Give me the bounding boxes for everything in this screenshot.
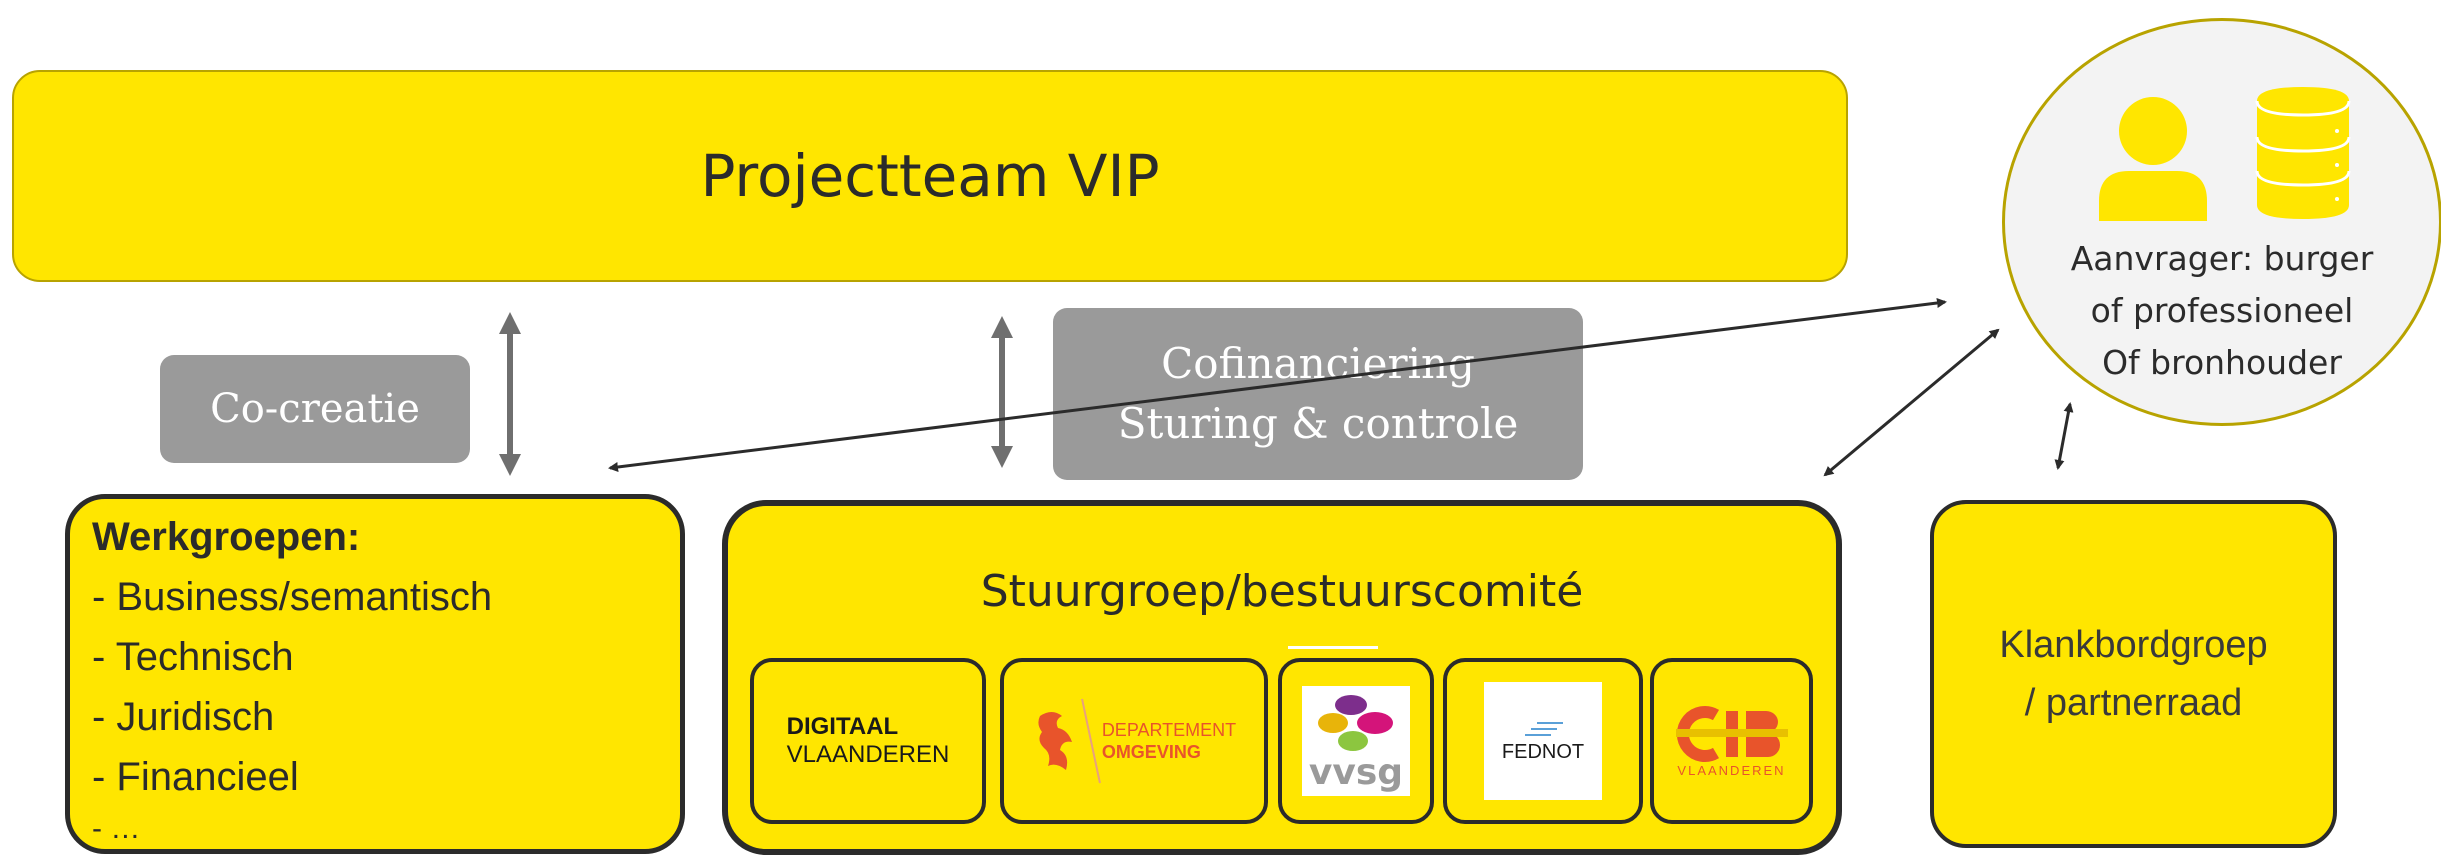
werkgroep-item: - Business/semantisch <box>92 575 493 619</box>
werkgroep-item: - … <box>92 812 141 845</box>
digitaal-text: DIGITAAL <box>786 713 899 740</box>
departement-text: DEPARTEMENT <box>1101 720 1237 740</box>
cib-vlaanderen-text: VLAANDEREN <box>1677 762 1786 778</box>
projectteam-vip-box: Projectteam VIP <box>12 70 1848 282</box>
werkgroepen-heading: Werkgroepen: <box>92 515 361 559</box>
vvsg-flower-icon <box>1318 695 1393 751</box>
arrow-stuurgroep-aanvrager <box>1823 328 2000 477</box>
lion-icon <box>1038 712 1072 770</box>
arrow-klankbord-aanvrager <box>2054 402 2074 470</box>
werkgroepen-box: Werkgroepen: - Business/semantisch - Tec… <box>65 494 685 854</box>
database-icon <box>2255 87 2351 219</box>
arrow-werkgroepen-aanvrager <box>608 298 1947 472</box>
fednot-lines-icon <box>1525 721 1563 736</box>
werkgroep-item: - Financieel <box>92 755 299 799</box>
logo-departement-omgeving: DEPARTEMENT OMGEVING <box>1000 658 1268 824</box>
cocreatie-label-box: Co-creatie <box>160 355 470 463</box>
person-icon <box>2099 97 2207 221</box>
cocreatie-label: Co-creatie <box>210 386 420 432</box>
vvsg-text: vvsg <box>1308 752 1404 793</box>
klankbordgroep-box: Klankbordgroep / partnerraad <box>1930 500 2337 848</box>
vlaanderen-text: VLAANDEREN <box>786 741 950 768</box>
klankbordgroep-line2: / partnerraad <box>2024 682 2243 724</box>
fednot-text: FEDNOT <box>1501 740 1585 763</box>
title-underline-divider <box>1288 646 1378 649</box>
aanvrager-line1: Aanvrager: burger <box>2070 239 2374 278</box>
logo-cib-vlaanderen: VLAANDEREN <box>1650 658 1813 824</box>
logo-fednot: FEDNOT <box>1443 658 1643 824</box>
werkgroep-item: - Technisch <box>92 635 294 679</box>
aanvrager-line2: of professioneel <box>2090 291 2354 330</box>
werkgroep-item: - Juridisch <box>92 695 275 739</box>
aanvrager-circle: Aanvrager: burger of professioneel Of br… <box>2002 18 2441 426</box>
omgeving-text: OMGEVING <box>1101 742 1201 762</box>
stuurgroep-title: Stuurgroep/bestuurscomité <box>980 566 1584 617</box>
logo-digitaal-vlaanderen: DIGITAAL VLAANDEREN <box>750 658 986 824</box>
cib-mark-icon <box>1675 705 1788 762</box>
aanvrager-line3: Of bronhouder <box>2102 343 2342 382</box>
projectteam-title: Projectteam VIP <box>700 142 1160 210</box>
logo-vvsg: vvsg <box>1278 658 1434 824</box>
klankbordgroep-line1: Klankbordgroep <box>1999 624 2268 666</box>
